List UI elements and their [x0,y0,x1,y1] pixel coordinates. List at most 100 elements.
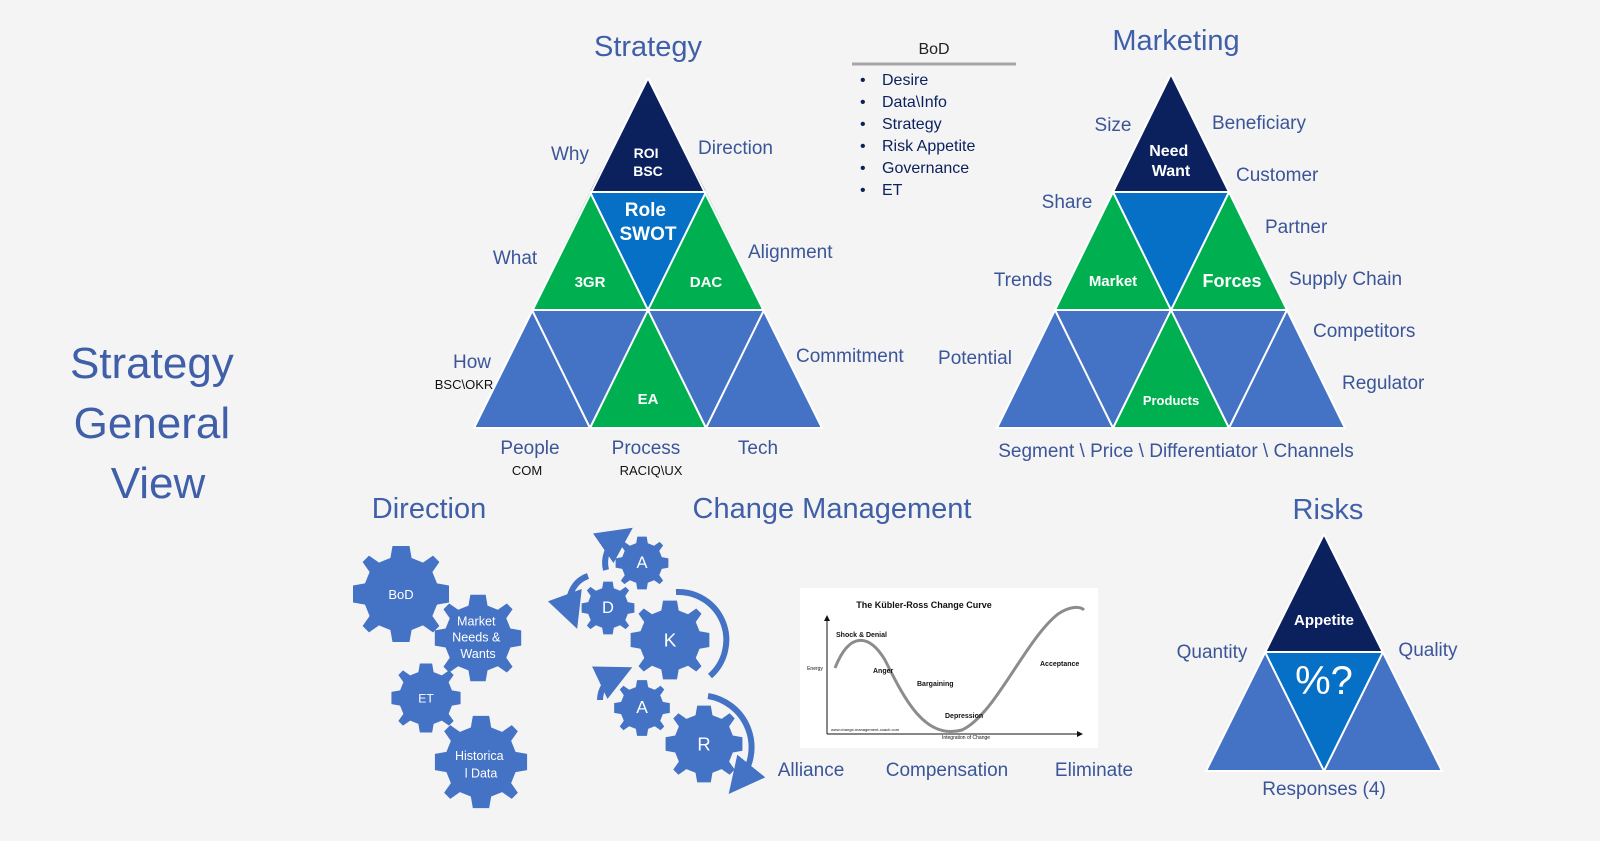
marketing-beneficiary-label: Beneficiary [1212,113,1306,134]
strategy-bottom-center-label: EA [638,391,659,408]
risks-center-triangle [1265,652,1383,771]
gear-icon: Historica l Data [434,715,528,809]
risks-quantity-label: Quantity [1177,642,1248,663]
marketing-bottom-center-label: Products [1143,393,1199,408]
cycle-arrows [547,527,766,795]
marketing-base-triangle-4 [1171,310,1287,428]
change-curve-stage: Bargaining [917,681,954,688]
list-item: • [860,72,866,89]
list-item: Desire [882,72,928,89]
marketing-base-triangle-3 [1113,310,1229,428]
strategy-pyramid: Strategy ROI BSC Role SWOT 3GR DAC EA Wh… [435,31,905,478]
list-item: Strategy [882,116,942,133]
marketing-base-triangle-1 [997,310,1113,428]
change-management-section: Change Management A D K A R [547,493,1133,795]
change-curve-stage: Depression [945,713,983,720]
change-curve-chart: The Kübler-Ross Change Curve Energy Inte… [800,588,1098,748]
gear-icon: R [665,705,743,783]
list-item: • [860,138,866,155]
strategy-center-triangle [590,192,706,310]
gear-label: A [636,554,647,572]
gear-icon: D [581,581,635,635]
list-item: Data\Info [882,94,947,111]
change-curve-y-label: Energy [807,666,823,672]
gear-label: Historica l Data [455,749,507,780]
gear-label: BoD [388,587,413,602]
strategy-base-triangle-3 [590,310,706,428]
strategy-base-triangle-5 [706,310,822,428]
marketing-apex-label: Need Want [1149,143,1193,180]
risks-apex-label: Appetite [1294,612,1354,629]
strategy-left-triangle [532,192,648,310]
change-curve-stage: Shock & Denial [836,632,887,639]
marketing-left-triangle [1055,192,1171,310]
gear-icon: A [615,536,669,590]
marketing-regulator-label: Regulator [1342,373,1425,394]
gear-icon: ET [391,663,461,733]
list-item: • [860,160,866,177]
gear-label: A [636,697,648,717]
strategy-apex-triangle [590,78,706,192]
risks-quality-label: Quality [1398,640,1458,661]
marketing-left-label: Market [1089,273,1137,290]
strategy-title: Strategy [594,31,702,63]
list-item: • [860,182,866,199]
gear-label: ET [418,691,434,705]
risks-apex-triangle [1265,534,1383,652]
strategy-how-sub-label: BSC\OKR [435,377,494,392]
change-eliminate-label: Eliminate [1055,760,1133,781]
marketing-share-label: Share [1042,192,1093,213]
gear-icon: Market Needs & Wants [434,594,522,682]
marketing-partner-label: Partner [1265,217,1328,238]
list-item: • [860,94,866,111]
gear-label: R [697,733,710,754]
change-curve-x-label: Integration of Change [942,735,990,741]
marketing-supply-chain-label: Supply Chain [1289,269,1402,290]
marketing-base-triangle-2 [1055,310,1171,428]
change-curve-stage: Anger [873,668,894,675]
list-item: Governance [882,160,969,177]
strategy-base-triangle-2 [532,310,648,428]
gear-label: Market Needs & Wants [452,614,504,660]
list-item: • [860,116,866,133]
gear-icon: K [630,600,710,680]
marketing-size-label: Size [1095,115,1132,136]
strategy-commitment-label: Commitment [796,346,904,367]
list-item: Risk Appetite [882,138,975,155]
strategy-process-label: Process [612,438,681,459]
strategy-right-triangle [648,192,764,310]
marketing-pyramid: Marketing Need Want Market Forces Produc… [938,25,1425,462]
marketing-base-triangle-5 [1229,310,1345,428]
page-title-line-1: Strategy [70,339,234,388]
gear-icon: BoD [353,546,449,642]
strategy-tech-label: Tech [738,438,778,459]
bod-box-list: • Desire • Data\Info • Strategy • Risk Appet… [860,72,975,199]
gear-label: D [602,599,614,617]
strategy-center-label: Role SWOT [620,200,677,245]
strategy-what-label: What [493,248,538,269]
marketing-title: Marketing [1112,25,1239,57]
gear-label: K [664,630,677,651]
marketing-bottom-label: Segment \ Price \ Differentiator \ Chann… [998,441,1354,462]
marketing-right-label: Forces [1202,271,1261,291]
change-alliance-label: Alliance [778,760,845,781]
strategy-process-sub-label: RACIQ\UX [620,463,683,478]
change-management-title: Change Management [693,493,972,525]
marketing-potential-label: Potential [938,348,1012,369]
change-curve-title: The Kübler-Ross Change Curve [856,600,992,610]
marketing-customer-label: Customer [1236,165,1319,186]
strategy-why-label: Why [551,144,590,165]
risks-left-triangle [1206,652,1324,771]
strategy-direction-label: Direction [698,138,773,159]
strategy-people-label: People [500,438,559,459]
change-curve-background [800,588,1098,748]
marketing-right-triangle [1171,192,1287,310]
bod-box-title: BoD [918,41,949,58]
gear-icon: A [614,680,670,736]
strategy-right-label: DAC [690,274,723,291]
strategy-left-label: 3GR [575,274,606,291]
risks-section: Risks Appetite %? Quantity Quality Respo… [1177,494,1458,800]
risks-center-label: %? [1295,659,1353,703]
page-title-line-2: General [74,399,231,448]
risks-bottom-label: Responses (4) [1262,779,1386,800]
